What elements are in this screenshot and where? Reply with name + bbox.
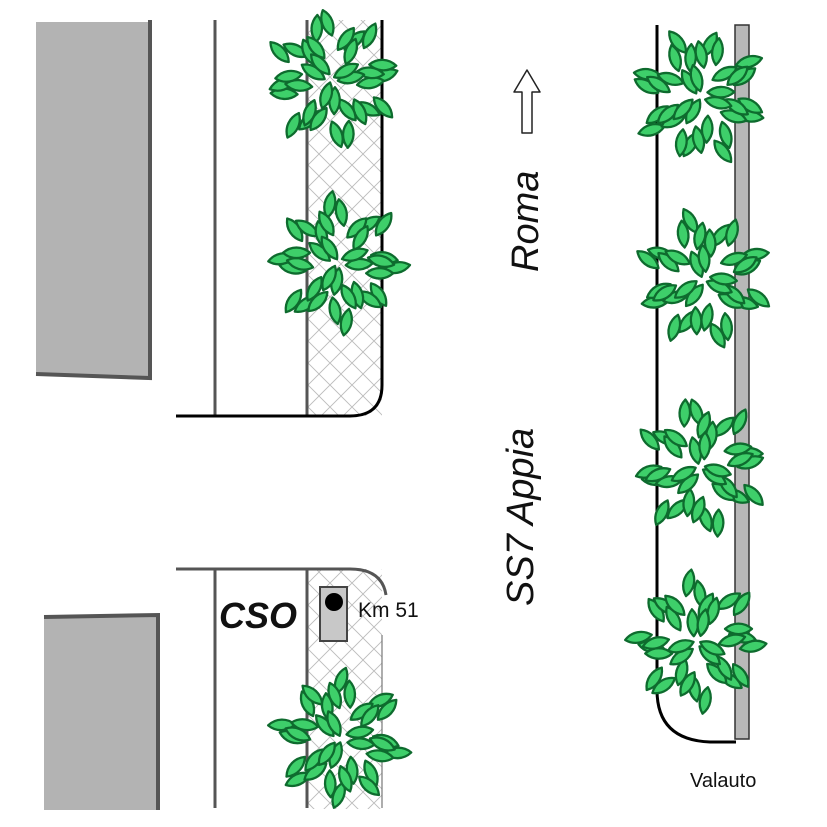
tree-icon (267, 190, 412, 337)
guardrail-strip (734, 24, 750, 740)
tree-icon (636, 207, 771, 349)
credit-label: Valauto (690, 770, 756, 792)
up-arrow-icon (513, 69, 541, 134)
road-edge-top (176, 20, 384, 418)
tree-icon (634, 398, 765, 538)
tree-icon (268, 8, 399, 149)
building-bottom-left-edge (43, 612, 160, 810)
road-edge-bottom (176, 567, 388, 596)
place-label: CSO (219, 595, 297, 636)
building-top-left (36, 22, 150, 377)
km-marker-icon (319, 586, 348, 642)
tree-icon (266, 666, 413, 809)
building-top-left-edge (35, 20, 152, 381)
building-bottom-left (44, 615, 158, 810)
kilometer-label: Km 51 (358, 599, 419, 622)
tree-icon (624, 568, 768, 715)
road-name-label: SS7 Appia (500, 428, 542, 606)
direction-label: Roma (505, 171, 547, 272)
tree-icon (632, 30, 765, 164)
